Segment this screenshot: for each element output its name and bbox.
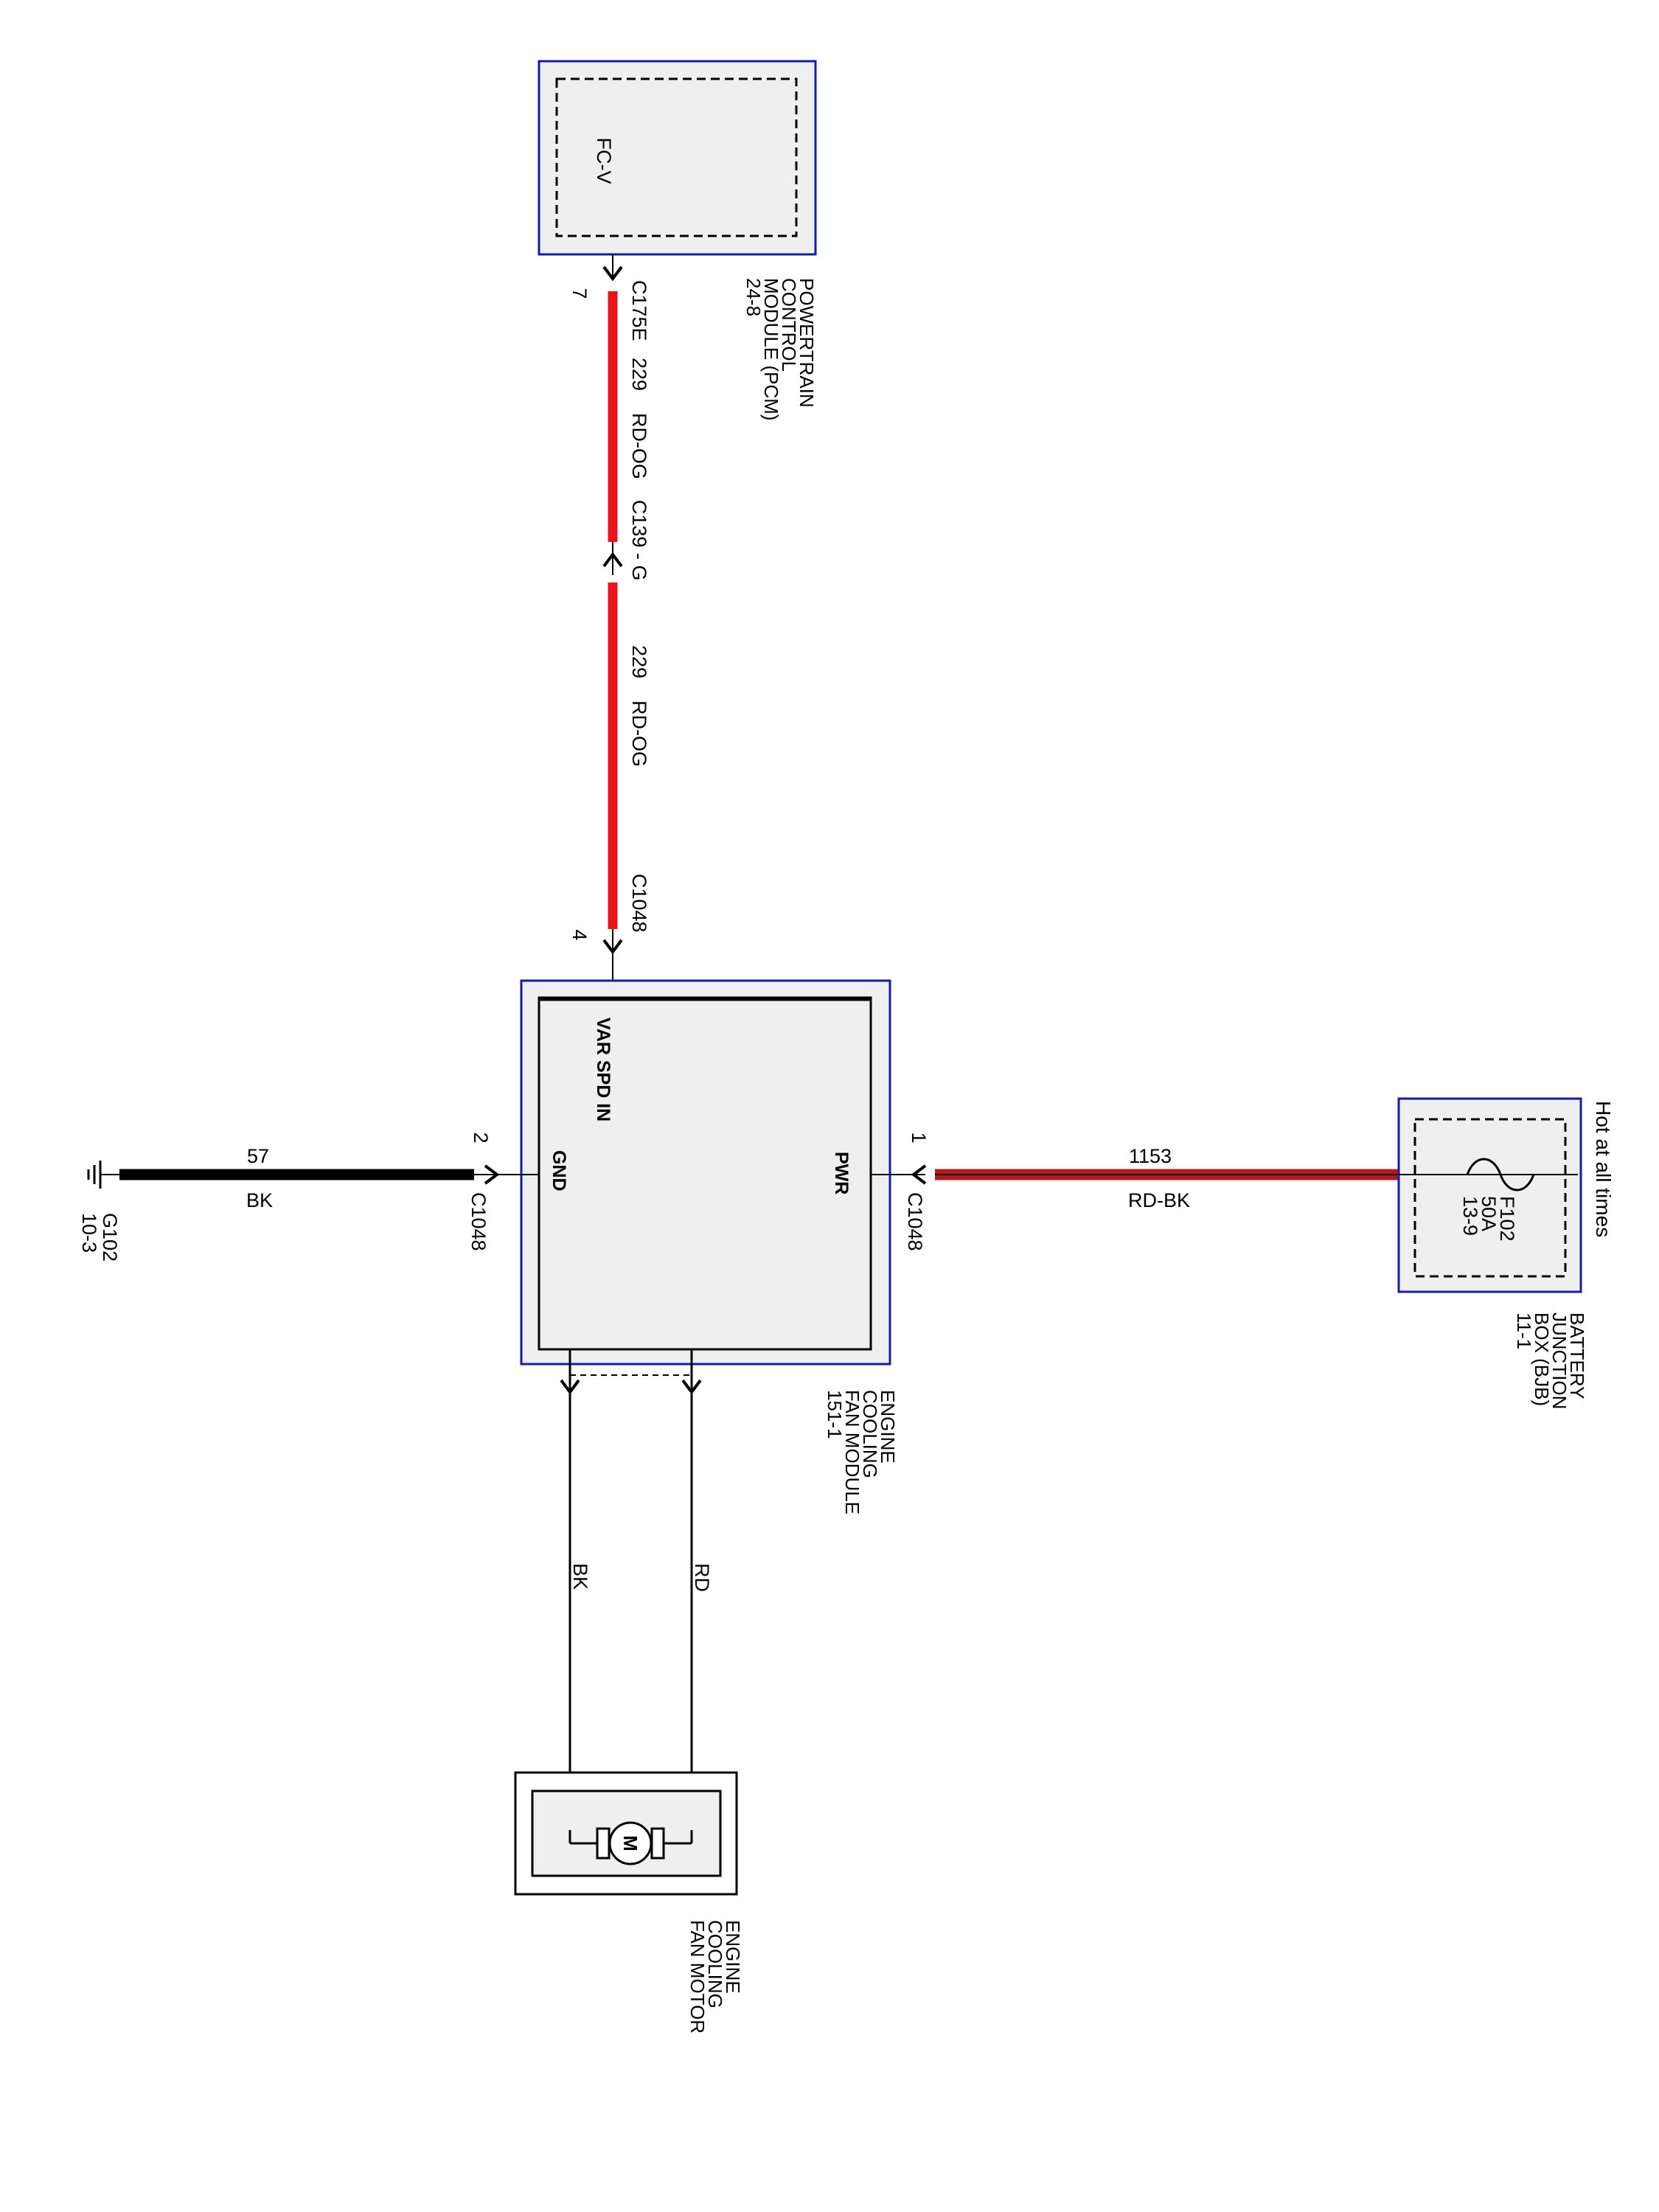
fan-module-title-line: FAN MODULE: [841, 1390, 863, 1514]
fan-motor-title-line: FAN MOTOR: [686, 1920, 709, 2034]
circuit-number-upper: 229: [628, 358, 650, 391]
connector-c1048-pin1-symbol: [911, 1164, 927, 1185]
bjb-title-line: JUNCTION: [1548, 1312, 1571, 1409]
pcm-pin-name: FC-V: [593, 138, 615, 184]
connector-bk-symbol: [560, 1379, 580, 1395]
wire-color-rd-bk: RD-BK: [1128, 1189, 1190, 1211]
pcm-title-line: CONTROL: [778, 278, 800, 372]
fan-motor-component: M ENGINE COOLING FAN MOTOR: [514, 1771, 744, 2034]
fan-module-title-line: ENGINE: [877, 1390, 899, 1464]
pin-label-gnd: GND: [549, 1150, 569, 1192]
fan-module-component: VAR SPD IN GND PWR ENGINE COOLING FAN MO…: [520, 979, 899, 1514]
motor-brush-left: [596, 1827, 611, 1860]
fuse-rating: 50A: [1478, 1196, 1500, 1231]
bjb-title: BATTERY JUNCTION BOX (BJB) 11-1: [1513, 1312, 1588, 1409]
connector-c1048-pin2-symbol: [484, 1164, 500, 1185]
connector-label-c1048-left: C1048: [467, 1192, 490, 1251]
circuit-number-57: 57: [247, 1145, 269, 1167]
fuse-ref: 13-9: [1459, 1196, 1481, 1236]
fuse-symbol-icon: [1466, 1158, 1535, 1192]
motor-symbol-letter: M: [619, 1835, 641, 1851]
wire-color-upper: RD-OG: [628, 413, 650, 479]
wire-color-lower: RD-OG: [628, 700, 650, 767]
circuit-number-1153: 1153: [1129, 1145, 1172, 1167]
fan-module-title: ENGINE COOLING FAN MODULE 151-1: [824, 1390, 899, 1514]
pin-number-2: 2: [470, 1132, 492, 1143]
pcm-title-line: MODULE (PCM): [760, 278, 782, 421]
pcm-component: FC-V POWERTRAIN CONTROL MODULE (PCM) 24-…: [538, 60, 818, 421]
fuse-id-f102: F102: [1496, 1196, 1518, 1242]
motor-brush-right: [650, 1827, 665, 1860]
connector-label-c1048-right: C1048: [904, 1192, 926, 1251]
connector-c175e-symbol: [602, 265, 623, 282]
bjb-component: F102 50A 13-9 Hot at all times BATTERY J…: [1397, 1097, 1615, 1409]
fan-module-title-line: 151-1: [824, 1390, 846, 1439]
circuit-number-lower: 229: [628, 645, 650, 678]
fan-module-inner-box: [538, 996, 872, 1351]
pcm-internal-dashed: [555, 77, 798, 237]
wire-label-bk: BK: [569, 1563, 591, 1590]
ground-ref: 10-3: [78, 1213, 100, 1253]
pcm-title-line: 24-8: [742, 278, 765, 316]
bjb-title-line: BOX (BJB): [1531, 1312, 1553, 1406]
ground-symbol-icon: [87, 1161, 119, 1189]
bjb-title-line: BATTERY: [1566, 1312, 1588, 1399]
connector-label-c175e: C175E: [628, 280, 650, 341]
pcm-box: [538, 60, 817, 256]
wire-label-rd: RD: [691, 1563, 713, 1592]
connector-label-c139: C139 - G: [628, 500, 650, 581]
pin-number-4: 4: [568, 929, 591, 940]
fan-motor-title-line: ENGINE: [722, 1920, 744, 1994]
bjb-title-line: 11-1: [1513, 1312, 1535, 1349]
ground-circuit: 57 BK 2 C1048 G102 10-3: [78, 1132, 539, 1262]
pin-label-pwr: PWR: [831, 1152, 852, 1194]
fan-module-title-line: COOLING: [859, 1390, 881, 1478]
fan-motor-title: ENGINE COOLING FAN MOTOR: [686, 1920, 744, 2034]
pcm-title: POWERTRAIN CONTROL MODULE (PCM) 24-8: [742, 278, 818, 421]
connector-rd-symbol: [681, 1379, 702, 1395]
ground-id-g102: G102: [99, 1213, 121, 1262]
bjb-box: [1397, 1097, 1582, 1293]
wire-color-bk: BK: [246, 1189, 273, 1211]
bjb-internal-dashed: [1413, 1118, 1567, 1278]
var-spd-circuit: 7 C175E 229 RD-OG C139 - G 229 RD-OG C10…: [568, 254, 650, 998]
pin-number-1: 1: [908, 1132, 930, 1143]
pin-label-var-spd-in: VAR SPD IN: [593, 1018, 613, 1121]
motor-symbol-icon: [608, 1821, 653, 1865]
connector-label-c1048-top: C1048: [628, 874, 650, 933]
hot-at-all-times-label: Hot at all times: [1592, 1101, 1615, 1237]
fan-motor-title-line: COOLING: [704, 1920, 726, 2008]
pin-number-7: 7: [568, 288, 591, 299]
motor-wires: BK RD: [560, 1349, 713, 1830]
power-circuit: 1153 RD-BK 1 C1048: [871, 1132, 1399, 1251]
pcm-title-line: POWERTRAIN: [796, 278, 818, 408]
